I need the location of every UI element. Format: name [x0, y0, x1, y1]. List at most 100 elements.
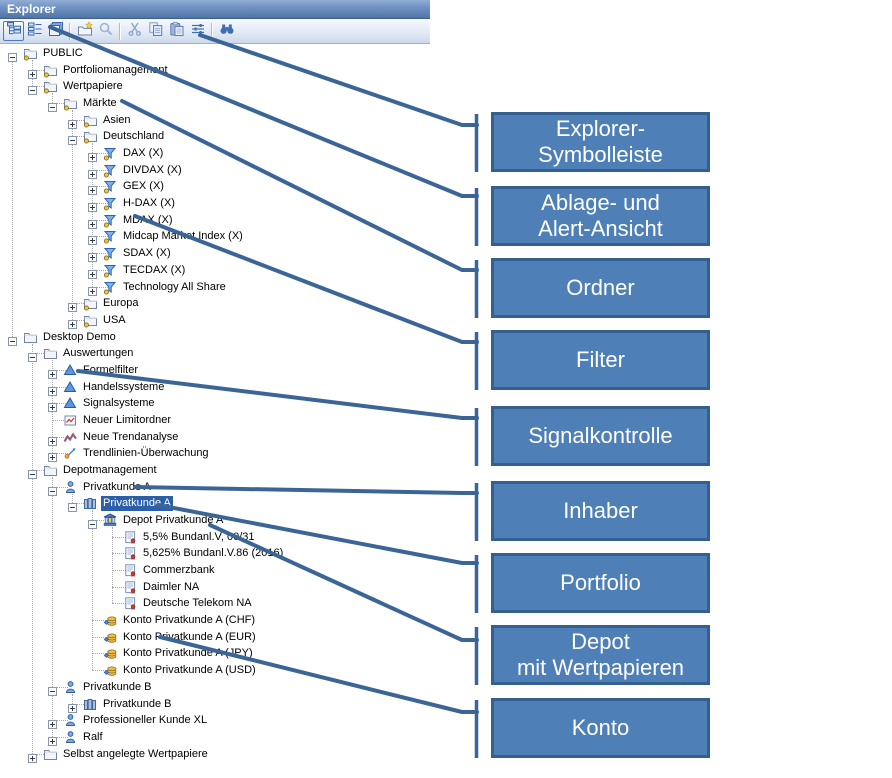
expander-minus-icon[interactable]	[48, 683, 57, 696]
expander-plus-icon[interactable]	[88, 283, 97, 296]
expander-plus-icon[interactable]	[68, 700, 77, 713]
expander-plus-icon[interactable]	[88, 266, 97, 279]
expander-minus-icon[interactable]	[28, 466, 37, 479]
expander-plus-icon[interactable]	[28, 66, 37, 79]
tree-item-label: Auswertungen	[63, 347, 134, 360]
tree-item[interactable]: Desktop Demo	[0, 329, 430, 346]
tree-item[interactable]: DAX (X)	[0, 145, 430, 163]
tree-item[interactable]: Commerzbank	[0, 562, 430, 579]
tree-item[interactable]: Konto Privatkunde A (CHF)	[0, 612, 430, 629]
callout-label-line: mit Wertpapieren	[516, 655, 685, 680]
tree-item[interactable]: SDAX (X)	[0, 245, 430, 263]
expander-minus-icon[interactable]	[48, 99, 57, 113]
expander-plus-icon[interactable]	[88, 182, 97, 196]
expander-plus-icon[interactable]	[48, 383, 57, 396]
expander-minus-icon[interactable]	[88, 516, 97, 530]
tree-item[interactable]: Handelssysteme	[0, 379, 430, 396]
tree-item[interactable]: Trendlinien-Überwachung	[0, 445, 430, 463]
expander-minus-icon[interactable]	[68, 132, 77, 146]
expander-plus-icon[interactable]	[88, 249, 97, 263]
tree-item[interactable]: Selbst angelegte Wertpapiere	[0, 746, 430, 763]
expander-minus-icon[interactable]	[68, 499, 77, 513]
funnel-icon	[103, 146, 118, 161]
expander-minus-icon[interactable]	[8, 49, 17, 62]
tree-guide-line	[52, 477, 53, 737]
expander-plus-icon[interactable]	[48, 733, 57, 746]
tree-item[interactable]: Portfoliomanagement	[0, 62, 430, 79]
tree-item[interactable]: Ralf	[0, 729, 430, 746]
security-icon	[123, 546, 138, 561]
tree-item[interactable]: Neuer Limitordner	[0, 412, 430, 429]
toolbar-button-list-view[interactable]	[24, 21, 45, 41]
expander-minus-icon[interactable]	[28, 82, 37, 96]
tree-item[interactable]: Märkte	[0, 95, 430, 113]
tree-item-label: TECDAX (X)	[123, 263, 186, 276]
list-view-icon	[27, 21, 43, 42]
tree-item[interactable]: DIVDAX (X)	[0, 162, 430, 179]
tree-item[interactable]: Neue Trendanalyse	[0, 429, 430, 446]
tree-item[interactable]: Technology All Share	[0, 279, 430, 296]
expander-plus-icon[interactable]	[88, 216, 97, 229]
expander-plus-icon[interactable]	[88, 149, 97, 163]
tree-item[interactable]: Deutsche Telekom NA	[0, 595, 430, 612]
tree-item[interactable]: Konto Privatkunde A (USD)	[0, 662, 430, 679]
tree-item[interactable]: Professioneller Kunde XL	[0, 712, 430, 730]
toolbar-button-cut[interactable]	[124, 21, 145, 41]
expander-plus-icon[interactable]	[88, 166, 97, 179]
expander-plus-icon[interactable]	[48, 366, 57, 379]
toolbar-button-ablage-alert-view[interactable]	[45, 21, 66, 41]
tree-item[interactable]: Privatkunde A	[0, 479, 430, 496]
tree-item[interactable]: Formelfilter	[0, 362, 430, 379]
expander-minus-icon[interactable]	[8, 333, 17, 346]
tree-item[interactable]: PUBLIC	[0, 45, 430, 62]
tree-item[interactable]: Deutschland	[0, 128, 430, 146]
callout-label-line: Inhaber	[563, 498, 638, 523]
tree-item[interactable]: Midcap Market Index (X)	[0, 228, 430, 246]
tree-item[interactable]: 5,625% Bundanl.V.86 (2016)	[0, 545, 430, 562]
tree-item[interactable]: Auswertungen	[0, 345, 430, 363]
toolbar-button-search[interactable]	[95, 21, 116, 41]
tree-item[interactable]: Privatkunde B	[0, 679, 430, 696]
tree-item[interactable]: H-DAX (X)	[0, 195, 430, 213]
toolbar-button-paste[interactable]	[166, 21, 187, 41]
expander-plus-icon[interactable]	[48, 433, 57, 446]
toolbar-button-copy[interactable]	[145, 21, 166, 41]
expander-plus-icon[interactable]	[88, 199, 97, 213]
tree-item[interactable]: Privatkunde A	[0, 495, 430, 513]
toolbar-button-filter-settings[interactable]	[187, 21, 208, 41]
expander-plus-icon[interactable]	[28, 750, 37, 763]
tree-item[interactable]: Europa	[0, 295, 430, 313]
expander-plus-icon[interactable]	[48, 399, 57, 413]
tree-item[interactable]: Wertpapiere	[0, 78, 430, 96]
expander-plus-icon[interactable]	[48, 716, 57, 730]
tree-item[interactable]: Depotmanagement	[0, 462, 430, 479]
toolbar-button-explorer-view[interactable]	[3, 21, 24, 41]
tree-item-label: Selbst angelegte Wertpapiere	[63, 747, 208, 760]
tree-item[interactable]: Konto Privatkunde A (EUR)	[0, 629, 430, 646]
tree-item[interactable]: Konto Privatkunde A (JPY)	[0, 645, 430, 662]
toolbar-button-find[interactable]	[216, 21, 237, 41]
tree-item[interactable]: Signalsysteme	[0, 395, 430, 413]
expander-plus-icon[interactable]	[88, 232, 97, 246]
folder-icon	[83, 296, 98, 311]
expander-minus-icon[interactable]	[28, 349, 37, 363]
tree-item[interactable]: Daimler NA	[0, 579, 430, 596]
tree-item[interactable]: GEX (X)	[0, 178, 430, 196]
tree-item[interactable]: MDAX (X)	[0, 212, 430, 229]
tree-item[interactable]: Asien	[0, 112, 430, 129]
toolbar-button-new-folder[interactable]	[74, 20, 95, 41]
tree-item[interactable]: Privatkunde B	[0, 696, 430, 713]
expander-minus-icon[interactable]	[48, 483, 57, 496]
tree-item[interactable]: USA	[0, 312, 430, 329]
tree-item[interactable]: TECDAX (X)	[0, 262, 430, 279]
expander-plus-icon[interactable]	[68, 299, 77, 313]
tree-item[interactable]: 5,5% Bundanl.V, 00/31	[0, 529, 430, 546]
expander-plus-icon[interactable]	[48, 449, 57, 463]
expander-plus-icon[interactable]	[68, 316, 77, 329]
tree-item-label: Privatkunde A	[101, 496, 173, 512]
tree-guide-line	[92, 520, 108, 522]
tree-item-label: Konto Privatkunde A (JPY)	[123, 647, 253, 660]
tree-item-label: USA	[103, 313, 126, 326]
tree-item[interactable]: Depot Privatkunde A	[0, 512, 430, 530]
expander-plus-icon[interactable]	[68, 116, 77, 129]
